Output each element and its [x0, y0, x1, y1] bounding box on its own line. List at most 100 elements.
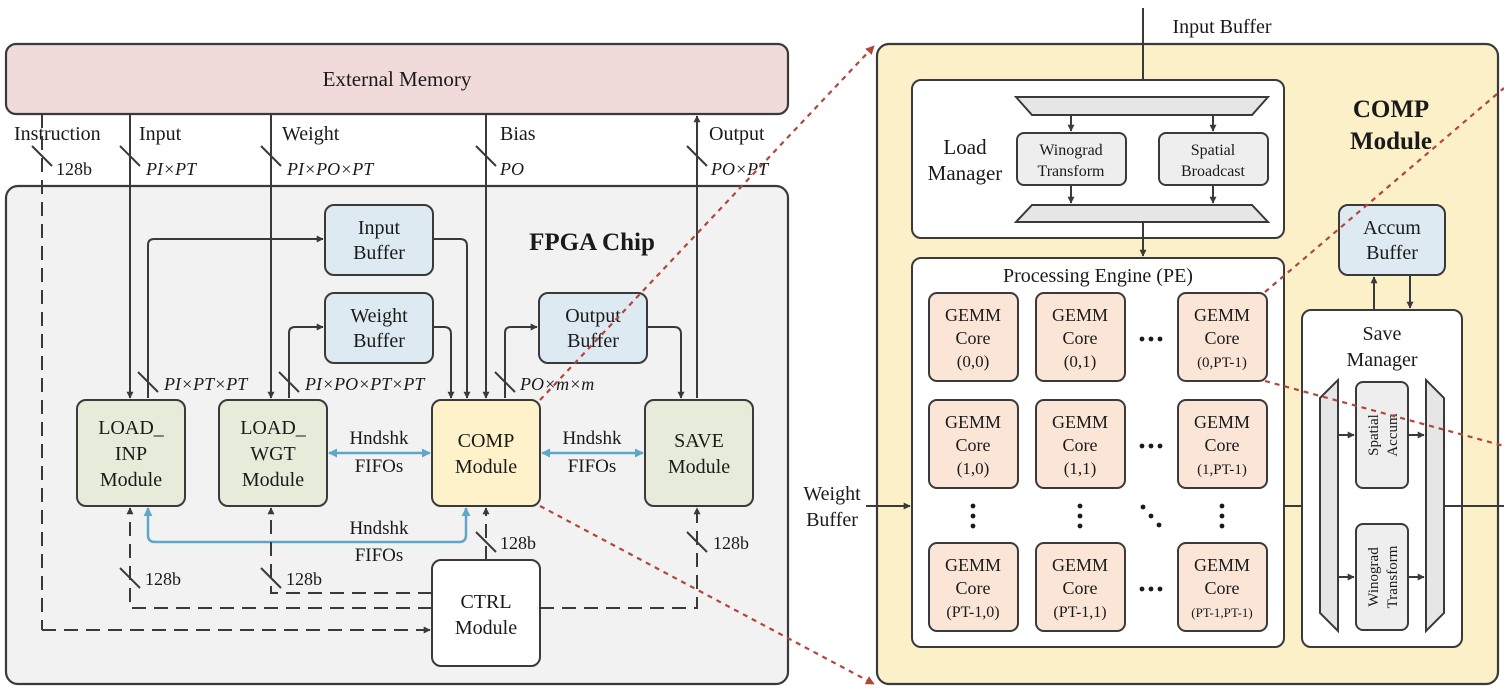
- detail-weight-buffer-label: Buffer: [806, 509, 858, 531]
- accum-buffer-box: [1338, 204, 1446, 276]
- load-wgt-label: Module: [242, 469, 304, 491]
- gemm-core-label: GEMM: [945, 305, 1001, 325]
- external-memory-label: External Memory: [323, 67, 472, 91]
- ctrl-to-load-inp: [126, 507, 432, 609]
- gemm-core: GEMM Core (0,1): [1035, 292, 1126, 382]
- gemm-core: GEMM Core (0,0): [928, 292, 1019, 382]
- save-mux-right: [1425, 377, 1445, 634]
- zoom-line-right-top: [1264, 87, 1504, 293]
- output-buffer-to-save: [647, 326, 685, 399]
- load-wgt-label: WGT: [250, 443, 296, 465]
- gemm-core-index: (0,0): [957, 352, 990, 371]
- bus-slash: [31, 145, 53, 167]
- gemm-core-label: Core: [1063, 328, 1098, 348]
- bus-slash: [278, 371, 300, 393]
- bus-width-input: PI×PT: [145, 159, 198, 179]
- fpga-chip-label: FPGA Chip: [529, 229, 655, 256]
- handshake-arrow-inp-comp: [143, 507, 471, 544]
- handshake-label: Hndshk: [349, 428, 409, 449]
- gemm-core-index: (PT-1,0): [946, 604, 999, 621]
- winograd-transform-v-label: Transform: [1385, 545, 1401, 608]
- handshake-label: Hndshk: [562, 428, 622, 449]
- gemm-core: GEMM Core (PT-1,PT-1): [1177, 542, 1268, 632]
- handshake-label: FIFOs: [355, 545, 404, 566]
- gemm-core-label: Core: [956, 435, 991, 455]
- gemm-core-label: Core: [956, 578, 991, 598]
- bus-width-ctrl-inp: 128b: [145, 569, 181, 589]
- bus-slash: [494, 371, 516, 393]
- input-buffer-to-comp: [433, 238, 471, 399]
- load-wgt-label: LOAD_: [240, 417, 307, 439]
- gemm-core-index: (0,PT-1): [1197, 355, 1247, 371]
- input-buffer-label: Buffer: [353, 242, 405, 264]
- bus-slash: [686, 531, 708, 553]
- bus-slash: [137, 371, 159, 393]
- pe-title: Processing Engine (PE): [1003, 265, 1193, 287]
- bus-width-load-wgt: PI×PO×PT×PT: [304, 374, 426, 394]
- gemm-core-label: Core: [1205, 578, 1240, 598]
- load-inp-to-input-buffer: [147, 235, 324, 398]
- weight-buffer-to-comp: [433, 326, 455, 399]
- winograd-transform-label: Winograd: [1039, 142, 1102, 159]
- gemm-core: GEMM Core (1,1): [1035, 399, 1126, 489]
- bus-width-load-inp: PI×PT×PT: [163, 374, 249, 394]
- bus-slash: [686, 145, 708, 167]
- bus-width-ctrl-comp: 128b: [500, 533, 536, 553]
- gemm-core-label: GEMM: [945, 555, 1001, 575]
- load-manager-label: Load: [943, 135, 987, 159]
- instruction-label: Instruction: [14, 123, 101, 145]
- bus-width-ctrl-save: 128b: [713, 533, 749, 553]
- gemm-core-label: GEMM: [945, 412, 1001, 432]
- external-memory-box: [4, 42, 790, 116]
- save-manager-label: Manager: [1346, 349, 1417, 371]
- save-demux-left: [1319, 377, 1339, 634]
- weight-buffer-box: [324, 292, 434, 364]
- ctrl-module-label: Module: [455, 617, 517, 639]
- bus-slash: [475, 145, 497, 167]
- comp-to-output-buffer: [504, 323, 538, 398]
- bus-slash: [260, 567, 282, 589]
- bus-width-instruction: 128b: [56, 159, 92, 179]
- output-buffer-label: Output: [565, 305, 621, 327]
- gemm-core-label: Core: [956, 328, 991, 348]
- accum-buffer-label: Buffer: [1366, 242, 1418, 264]
- ellipsis-vertical: [970, 503, 1225, 529]
- output-label: Output: [709, 123, 765, 145]
- gemm-core-index: (1,PT-1): [1197, 462, 1247, 478]
- bus-width-comp-out: PO×m×m: [519, 374, 594, 394]
- winograd-transform-label: Transform: [1038, 163, 1106, 180]
- ctrl-module-label: CTRL: [460, 591, 511, 613]
- bus-slash: [119, 567, 141, 589]
- gemm-core-label: GEMM: [1052, 305, 1108, 325]
- input-label: Input: [139, 123, 182, 145]
- load-demux-top: [1013, 96, 1271, 116]
- gemm-core: GEMM Core (1,0): [928, 399, 1019, 489]
- detail-weight-buffer-label: Weight: [803, 483, 861, 505]
- bus-width-bias: PO: [499, 159, 524, 179]
- weight-buffer-label: Buffer: [353, 330, 405, 352]
- gemm-core-label: GEMM: [1194, 305, 1250, 325]
- winograd-transform-v-label: Winograd: [1366, 547, 1382, 607]
- gemm-core-label: Core: [1205, 328, 1240, 348]
- ellipsis-diagonal: [1140, 504, 1162, 528]
- gemm-core-index: (PT-1,PT-1): [1191, 605, 1253, 620]
- weight-label: Weight: [282, 123, 340, 145]
- bus-width-output: PO×PT: [710, 159, 770, 179]
- load-wgt-module: [218, 399, 328, 507]
- gemm-core-index: (1,0): [957, 459, 990, 478]
- spatial-broadcast-label: Spatial: [1191, 142, 1236, 159]
- gemm-core-label: Core: [1063, 435, 1098, 455]
- comp-detail-title: Module: [1350, 128, 1432, 155]
- spatial-accum-label: Spatial: [1366, 414, 1382, 456]
- save-module: [644, 399, 754, 507]
- gemm-core: GEMM Core (0,PT-1): [1177, 292, 1268, 382]
- output-buffer-label: Buffer: [567, 330, 619, 352]
- save-manager-label: Save: [1363, 323, 1402, 345]
- ctrl-to-load-wgt: [267, 507, 432, 594]
- load-manager-label: Manager: [928, 161, 1003, 185]
- bus-slash: [260, 145, 282, 167]
- gemm-core-label: GEMM: [1052, 412, 1108, 432]
- comp-module-label: Module: [455, 456, 517, 478]
- zoom-line-right-bottom: [1264, 379, 1504, 448]
